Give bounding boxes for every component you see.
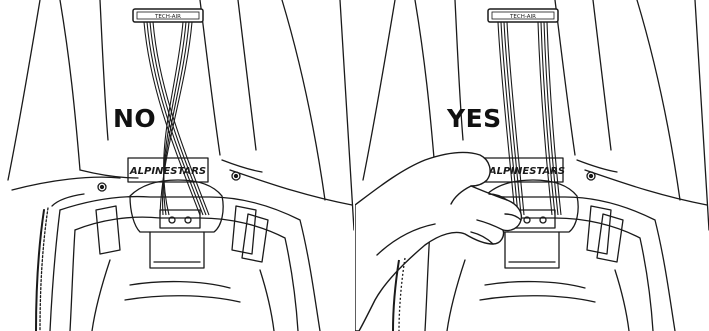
illustration-correct: ALPINESTARS TECH-AIR	[355, 0, 709, 331]
connector-label: TECH-AIR	[154, 14, 181, 20]
center-housing	[129, 179, 224, 233]
back-protector	[59, 195, 321, 331]
top-connector-right: TECH-AIR	[487, 8, 559, 23]
hand-illustration	[355, 151, 523, 331]
illustration-incorrect: ALPINESTARS TECH-AIR	[7, 0, 354, 331]
panel-incorrect: ALPINESTARS TECH-AIR NO	[0, 0, 354, 331]
top-connector: TECH-AIR	[132, 8, 204, 23]
panel-correct: ALPINESTARS TECH-AIR	[355, 0, 709, 331]
crossed-wires	[143, 21, 210, 216]
caption-yes: YES	[447, 104, 502, 133]
caption-no: NO	[113, 104, 157, 133]
parallel-wires	[497, 21, 562, 216]
logo-label-right: ALPINESTARS	[488, 166, 565, 177]
logo-label: ALPINESTARS	[129, 166, 206, 177]
connector-label-right: TECH-AIR	[509, 14, 536, 20]
jacket-outline	[7, 0, 41, 181]
